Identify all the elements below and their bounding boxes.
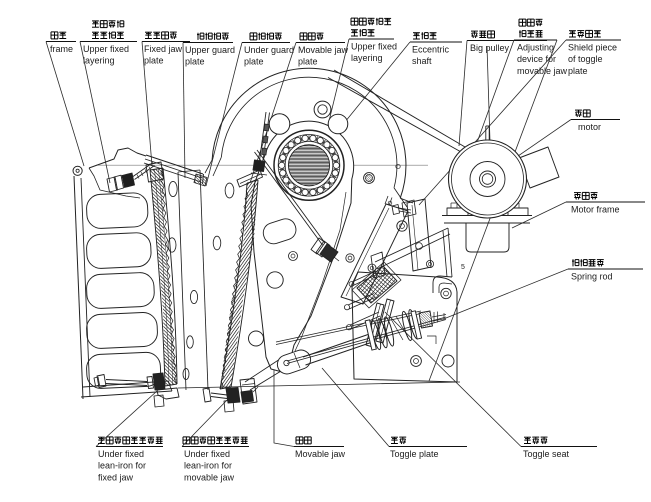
svg-text:Movable jaw: Movable jaw: [295, 449, 346, 459]
svg-text:Toggle plate: Toggle plate: [390, 449, 439, 459]
svg-text:of toggle: of toggle: [568, 54, 603, 64]
svg-text:layering: layering: [351, 53, 383, 63]
svg-text:Under fixed: Under fixed: [98, 449, 144, 459]
svg-text:Under fixed: Under fixed: [184, 449, 230, 459]
svg-text:5: 5: [461, 264, 465, 271]
svg-text:Adjusting: Adjusting: [517, 43, 554, 53]
svg-text:motor: motor: [578, 122, 601, 132]
svg-text:lean-iron for: lean-iron for: [184, 461, 232, 471]
svg-text:plate: plate: [244, 57, 264, 67]
svg-text:Fixed jaw: Fixed jaw: [144, 44, 183, 54]
svg-text:Shield piece: Shield piece: [568, 43, 617, 53]
svg-text:Upper guard: Upper guard: [185, 45, 235, 55]
svg-text:plate: plate: [568, 66, 588, 76]
svg-text:Upper fixed: Upper fixed: [83, 44, 129, 54]
svg-text:plate: plate: [144, 56, 164, 66]
svg-text:Toggle seat: Toggle seat: [523, 449, 570, 459]
svg-text:Big pulley: Big pulley: [470, 43, 510, 53]
svg-text:plate: plate: [185, 57, 205, 67]
svg-text:layering: layering: [83, 56, 115, 66]
svg-text:movable jaw: movable jaw: [184, 472, 235, 482]
svg-text:movable jaw: movable jaw: [517, 66, 568, 76]
svg-text:device for: device for: [517, 54, 556, 64]
svg-text:Upper fixed: Upper fixed: [351, 42, 397, 52]
svg-text:plate: plate: [298, 57, 318, 67]
svg-text:Under guard: Under guard: [244, 45, 294, 55]
svg-text:Movable jaw: Movable jaw: [298, 45, 349, 55]
svg-text:Spring rod: Spring rod: [571, 272, 613, 282]
svg-text:frame: frame: [50, 44, 73, 54]
svg-text:shaft: shaft: [412, 56, 432, 66]
svg-text:Motor frame: Motor frame: [571, 205, 620, 215]
svg-text:Eccentric: Eccentric: [412, 45, 450, 55]
svg-text:lean-iron for: lean-iron for: [98, 461, 146, 471]
svg-text:fixed jaw: fixed jaw: [98, 472, 134, 482]
